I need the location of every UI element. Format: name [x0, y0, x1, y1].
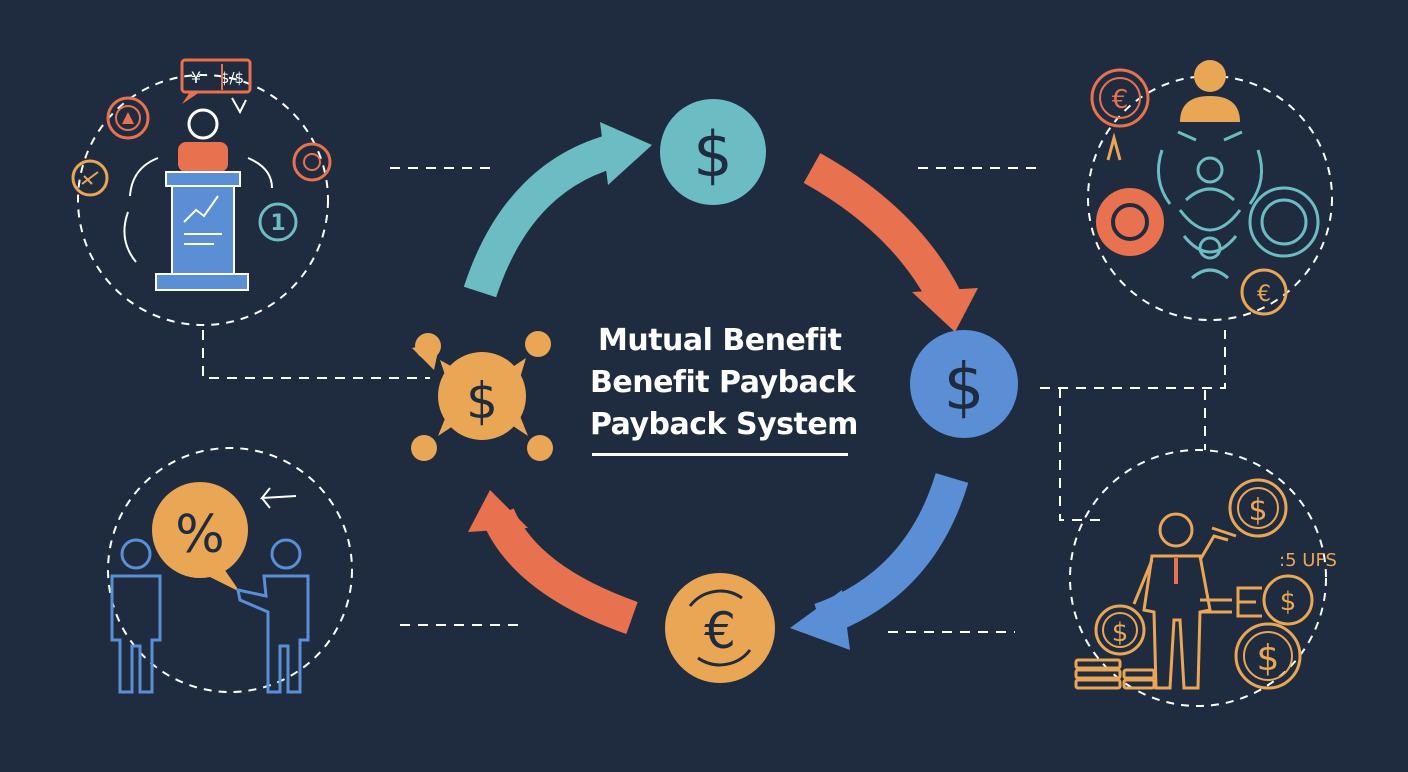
- businessman-coins-icon: $ :5 UFS $ $ $: [1069, 449, 1337, 707]
- bm-coin-bottom-right: $: [1257, 638, 1280, 679]
- negotiation-people-icon: %: [107, 447, 353, 694]
- bubble-percent: %: [175, 505, 224, 565]
- title-block: Mutual Benefit Benefit Payback Payback S…: [590, 320, 860, 446]
- team-network-icon: € €: [1087, 60, 1333, 321]
- bm-coin-top: $: [1248, 493, 1267, 528]
- bubble-yen: ¥: [191, 68, 201, 87]
- cycle-arrow-orange-right: [803, 153, 978, 332]
- coin-bottom-symbol: €: [704, 602, 736, 660]
- cycle-arrow-blue: [790, 472, 969, 650]
- coin-right-symbol: $: [944, 351, 985, 425]
- cycle-arrow-teal: [463, 122, 652, 298]
- orbit-one: 1: [270, 211, 285, 236]
- connector-right-lower-elbow: [1059, 388, 1100, 521]
- bubble-exchange: $/$: [220, 69, 244, 87]
- title-line-2: Benefit Payback: [590, 365, 856, 400]
- coin-right: $: [910, 330, 1018, 438]
- bm-coin-right: $: [1280, 587, 1297, 617]
- coin-top-symbol: $: [693, 118, 732, 191]
- title-underline: [592, 453, 848, 456]
- title-line-3: Payback System: [590, 407, 858, 442]
- connector-right-upper-elbow: [1040, 330, 1226, 389]
- coin-bottom: €: [665, 573, 775, 683]
- presenter-podium-icon: ¥ $/$ 1: [71, 58, 332, 326]
- coin-left: $: [411, 331, 553, 461]
- bm-coin-left: $: [1112, 618, 1129, 648]
- cycle-arrow-orange-left: [468, 490, 638, 635]
- connector-left-elbow: [202, 330, 430, 379]
- title-line-1: Mutual Benefit: [598, 323, 842, 358]
- coin-left-symbol: $: [466, 372, 498, 430]
- bm-code-text: :5 UFS: [1279, 550, 1337, 571]
- coin-top: $: [660, 99, 766, 205]
- connector-lines: [202, 167, 1226, 633]
- network-euro-bottom: €: [1257, 282, 1271, 307]
- network-euro-top: €: [1112, 85, 1129, 115]
